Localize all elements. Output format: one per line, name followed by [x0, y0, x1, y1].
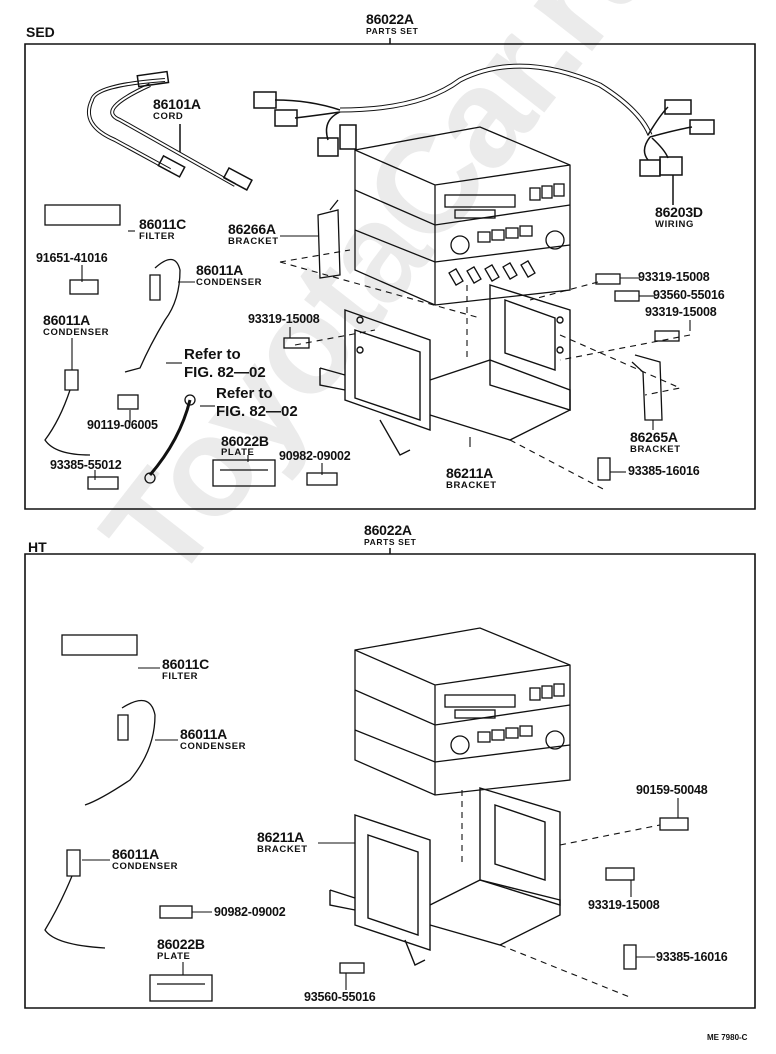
callout-86265a: 86265A — [630, 429, 678, 445]
callout-86101a: 86101A — [153, 96, 201, 112]
condenser-86011a-ht-2-drawing — [44, 849, 106, 949]
screw-93560-55016-ht-drawing — [339, 962, 365, 974]
callout-86011c-sed: 86011C — [139, 216, 187, 232]
callout-86011a-ht-2: 86011A — [112, 846, 160, 862]
callout-93385-55012: 93385-55012 — [50, 458, 122, 472]
callout-86022b-ht: 86022B — [157, 936, 205, 952]
callout-86211a-sed-name: BRACKET — [446, 480, 497, 491]
callout-90159-50048: 90159-50048 — [636, 783, 708, 797]
callout-86265a-name: BRACKET — [630, 444, 681, 455]
bracket-86211a-ht-drawing — [329, 787, 561, 966]
drawing-code: ME 7980-C — [707, 1033, 748, 1042]
callout-86211a-ht: 86211A — [257, 829, 305, 845]
callout-90982-09002-sed: 90982-09002 — [279, 449, 351, 463]
section-label-sed: SED — [26, 24, 55, 40]
callout-86011a-sed-1-name: CONDENSER — [196, 277, 263, 288]
callout-86011c-sed-name: FILTER — [139, 231, 176, 242]
header-part-name-ht: PARTS SET — [364, 537, 417, 547]
condenser-86011a-sed-2-drawing — [44, 369, 91, 456]
ground-wire-drawing — [148, 399, 192, 476]
reference-fig-82-02-b[interactable]: Refer to FIG. 82—02 — [216, 385, 298, 420]
callout-86022b-sed: 86022B — [221, 433, 269, 449]
sed-leader-lines — [71, 230, 691, 480]
header-part-number-ht: 86022A — [364, 522, 412, 538]
bracket-86266a-drawing — [317, 199, 341, 279]
bracket-86265a-drawing — [631, 354, 663, 421]
callout-86011c-ht: 86011C — [162, 656, 210, 672]
header-part-number-sed: 86022A — [366, 11, 414, 27]
sed-frame — [24, 43, 756, 510]
bolt-90159-50048-drawing — [659, 817, 689, 831]
callout-86203d-name: WIRING — [655, 219, 694, 230]
ht-guide-lines — [461, 790, 661, 999]
condenser-86011a-sed-1-drawing — [124, 258, 181, 373]
callout-86011a-sed-1: 86011A — [196, 262, 244, 278]
plate-86022b-sed-drawing — [212, 459, 276, 487]
ht-frame — [24, 553, 756, 1009]
callout-93319-15008-sed-b: 93319-15008 — [638, 270, 710, 284]
callout-86266a-name: BRACKET — [228, 236, 279, 247]
filter-86011c-sed-drawing — [44, 204, 121, 226]
plate-86022b-ht-drawing — [149, 974, 213, 1002]
bracket-86211a-sed-drawing — [319, 284, 571, 456]
bolt-91651-41016-drawing — [69, 279, 99, 295]
callout-86011a-ht-1: 86011A — [180, 726, 228, 742]
bolt-93385-55012-drawing — [87, 476, 119, 490]
callout-93385-16016-ht: 93385-16016 — [656, 950, 728, 964]
callout-90982-09002-ht: 90982-09002 — [214, 905, 286, 919]
bolt-90119-06005-drawing — [117, 394, 139, 410]
callout-93319-15008-ht: 93319-15008 — [588, 898, 660, 912]
bolt-93319-15008-sed-a-drawing — [283, 337, 310, 349]
callout-91651-41016: 91651-41016 — [36, 251, 108, 265]
callout-86011a-sed-2: 86011A — [43, 312, 91, 328]
radio-unit-sed-drawing — [354, 126, 571, 306]
condenser-86011a-ht-1-drawing — [84, 699, 156, 806]
callout-86211a-ht-name: BRACKET — [257, 844, 308, 855]
wiring-86203d-drawing — [253, 63, 715, 205]
callout-86011a-sed-2-name: CONDENSER — [43, 327, 110, 338]
callout-90119-06005: 90119-06005 — [87, 418, 158, 432]
ht-small-parts — [44, 634, 689, 1002]
radio-unit-ht-drawing — [354, 627, 571, 796]
callout-93319-15008-sed-c: 93319-15008 — [645, 305, 717, 319]
header-part-name-sed: PARTS SET — [366, 26, 419, 36]
callout-86011a-ht-2-name: CONDENSER — [112, 861, 179, 872]
callout-93385-16016-sed: 93385-16016 — [628, 464, 700, 478]
section-label-ht: HT — [28, 539, 47, 555]
callout-86011a-ht-1-name: CONDENSER — [180, 741, 247, 752]
filter-86011c-ht-drawing — [61, 634, 138, 656]
reference-fig-82-02-a[interactable]: Refer to FIG. 82—02 — [184, 346, 266, 381]
callout-86266a: 86266A — [228, 221, 276, 237]
callout-86022b-ht-name: PLATE — [157, 951, 191, 962]
callout-86211a-sed: 86211A — [446, 465, 494, 481]
callout-93319-15008-sed-a: 93319-15008 — [248, 312, 320, 326]
callout-86101a-name: CORD — [153, 111, 184, 122]
cord-86101a-drawing — [86, 70, 253, 191]
bolt-93319-15008-ht-drawing — [605, 867, 635, 881]
callout-93560-55016-ht: 93560-55016 — [304, 990, 376, 1004]
callout-93560-55016-sed: 93560-55016 — [653, 288, 725, 302]
ht-leader-lines — [82, 667, 679, 990]
clip-90982-09002-ht-drawing — [159, 905, 193, 919]
sed-small-parts — [44, 204, 680, 490]
sed-guide-lines — [279, 249, 691, 491]
bolt-93385-16016-ht-drawing — [623, 944, 637, 970]
callout-86203d: 86203D — [655, 204, 703, 220]
callout-86011c-ht-name: FILTER — [162, 671, 199, 682]
callout-86022b-sed-name: PLATE — [221, 447, 255, 458]
